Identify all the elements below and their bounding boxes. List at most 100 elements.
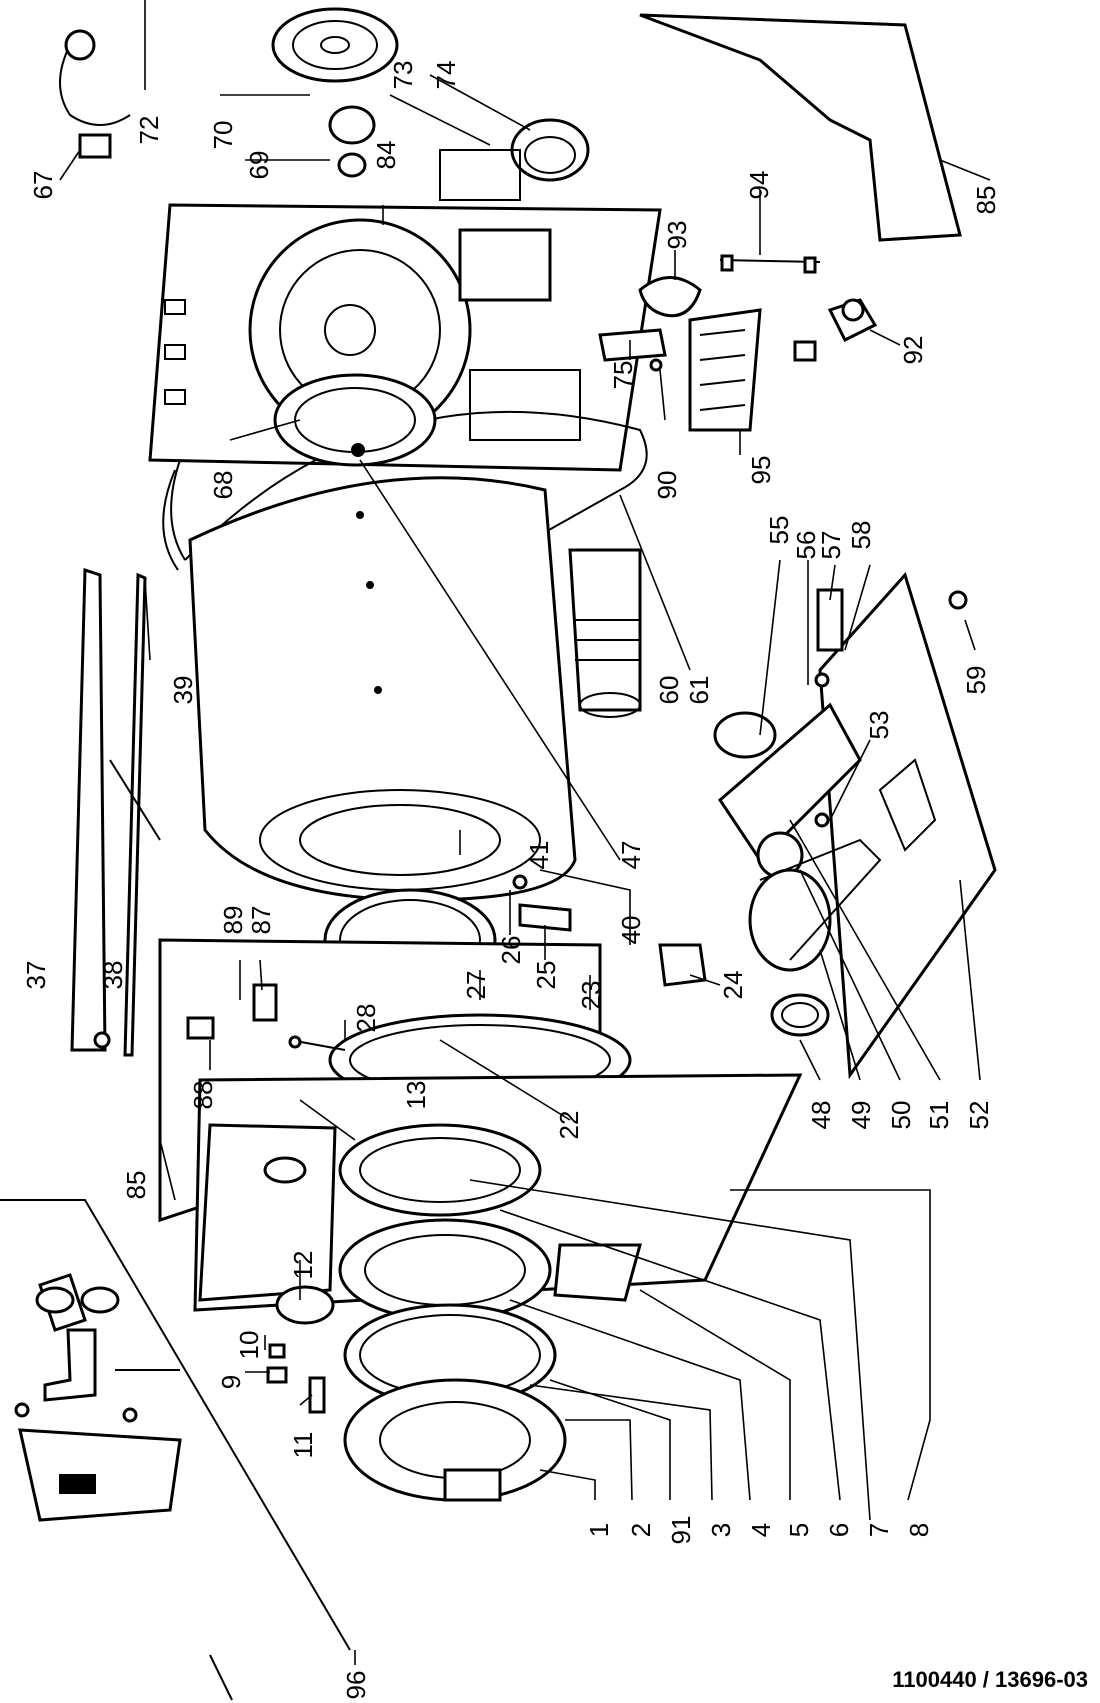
small-part-10 (268, 1343, 286, 1359)
callout-numbers: 1 2 91 3 4 5 6 7 8 9 10 11 12 13 22 23 2… (21, 61, 1001, 1700)
callout-4: 4 (746, 1523, 776, 1537)
callout-89: 89 (218, 906, 248, 935)
callout-11: 11 (288, 1432, 318, 1459)
drum-rear-pulley-68 (273, 373, 437, 467)
idler-50 (748, 838, 882, 972)
callout-95: 95 (746, 456, 776, 485)
hinge-11 (308, 1376, 326, 1414)
callout-7: 7 (864, 1523, 894, 1537)
seal-48 (770, 993, 830, 1037)
callout-61: 61 (684, 676, 714, 705)
part-56 (814, 672, 830, 688)
base-plate-52 (818, 572, 997, 1080)
callout-2: 2 (626, 1523, 656, 1537)
hose-60 (568, 548, 642, 718)
rear-pulley-70 (271, 7, 399, 83)
callout-23: 23 (576, 981, 606, 1010)
door-2 (343, 1378, 567, 1502)
callout-69: 69 (244, 151, 274, 180)
callout-3: 3 (706, 1523, 736, 1537)
callout-22: 22 (554, 1111, 584, 1140)
callout-60: 60 (654, 676, 684, 705)
callout-68: 68 (208, 471, 238, 500)
callout-25: 25 (531, 961, 561, 990)
callout-38: 38 (98, 961, 128, 990)
foot-24 (658, 943, 707, 987)
callout-57: 57 (816, 531, 846, 560)
callout-8: 8 (904, 1523, 934, 1537)
callout-92: 92 (898, 336, 928, 365)
fan-housing-74 (439, 118, 590, 201)
callout-5: 5 (784, 1523, 814, 1537)
knob-12 (275, 1285, 335, 1325)
screw-38 (93, 1031, 111, 1049)
latch-28 (288, 1035, 346, 1051)
clip-94 (719, 254, 821, 274)
callout-88: 88 (188, 1081, 218, 1110)
callout-59: 59 (961, 666, 991, 695)
motor-bracket-51 (718, 702, 862, 879)
callout-51: 51 (924, 1101, 954, 1130)
small-part-93 (638, 276, 702, 318)
door-ring-5 (338, 1123, 542, 1217)
power-cord-67 (59, 29, 131, 159)
bracket-25 (512, 874, 572, 932)
side-strip-39 (109, 572, 161, 1057)
callout-72: 72 (134, 116, 164, 145)
leader-lines (59, 0, 991, 1665)
screw-53 (814, 812, 830, 828)
callout-41: 41 (524, 841, 554, 870)
back-panel-84 (148, 203, 662, 472)
motor-55 (713, 711, 777, 759)
callout-26: 26 (496, 936, 526, 965)
drive-belt-61 (162, 410, 648, 571)
switch-88 (186, 1016, 215, 1040)
callout-37: 37 (21, 961, 51, 990)
callout-85-front: 85 (121, 1171, 151, 1200)
callout-9: 9 (216, 1375, 246, 1389)
callout-52: 52 (964, 1101, 994, 1130)
callout-47: 47 (616, 841, 646, 870)
filter-6 (553, 1243, 642, 1302)
callout-84: 84 (371, 141, 401, 170)
drawing-id: 1100440 / 13696-03 (892, 1667, 1088, 1692)
screw-90 (649, 358, 663, 372)
callout-73: 73 (388, 61, 418, 90)
callout-56: 56 (791, 531, 821, 560)
callout-6: 6 (824, 1523, 854, 1537)
callout-28: 28 (351, 1004, 381, 1033)
small-part-9 (266, 1366, 288, 1384)
callout-85-top: 85 (971, 186, 1001, 215)
callout-70: 70 (208, 121, 238, 150)
callout-55: 55 (764, 516, 794, 545)
callout-13: 13 (401, 1081, 431, 1110)
top-cover-85 (639, 13, 962, 242)
callout-50: 50 (886, 1101, 916, 1130)
callout-58: 58 (846, 521, 876, 550)
callout-12: 12 (288, 1251, 318, 1280)
screw-59 (948, 590, 968, 610)
bracket-75 (598, 328, 667, 362)
callout-10: 10 (234, 1331, 264, 1360)
door-lock-inset-96 (0, 1199, 351, 1701)
callout-48: 48 (806, 1101, 836, 1130)
callout-39: 39 (168, 676, 198, 705)
callout-93: 93 (662, 221, 692, 250)
callout-1: 1 (584, 1523, 614, 1537)
callout-53: 53 (864, 711, 894, 740)
callout-94: 94 (744, 171, 774, 200)
callout-75: 75 (608, 361, 638, 390)
callout-74: 74 (431, 61, 461, 90)
bearing-part-69 (328, 105, 376, 178)
callout-67: 67 (28, 171, 58, 200)
callout-24: 24 (718, 971, 748, 1000)
switch-87 (252, 983, 278, 1022)
callout-96: 96 (341, 1671, 371, 1700)
callout-91: 91 (666, 1516, 696, 1545)
callout-27: 27 (461, 971, 491, 1000)
callout-87: 87 (246, 906, 276, 935)
callout-40: 40 (616, 916, 646, 945)
heater-box-95 (688, 308, 817, 432)
callout-49: 49 (846, 1101, 876, 1130)
